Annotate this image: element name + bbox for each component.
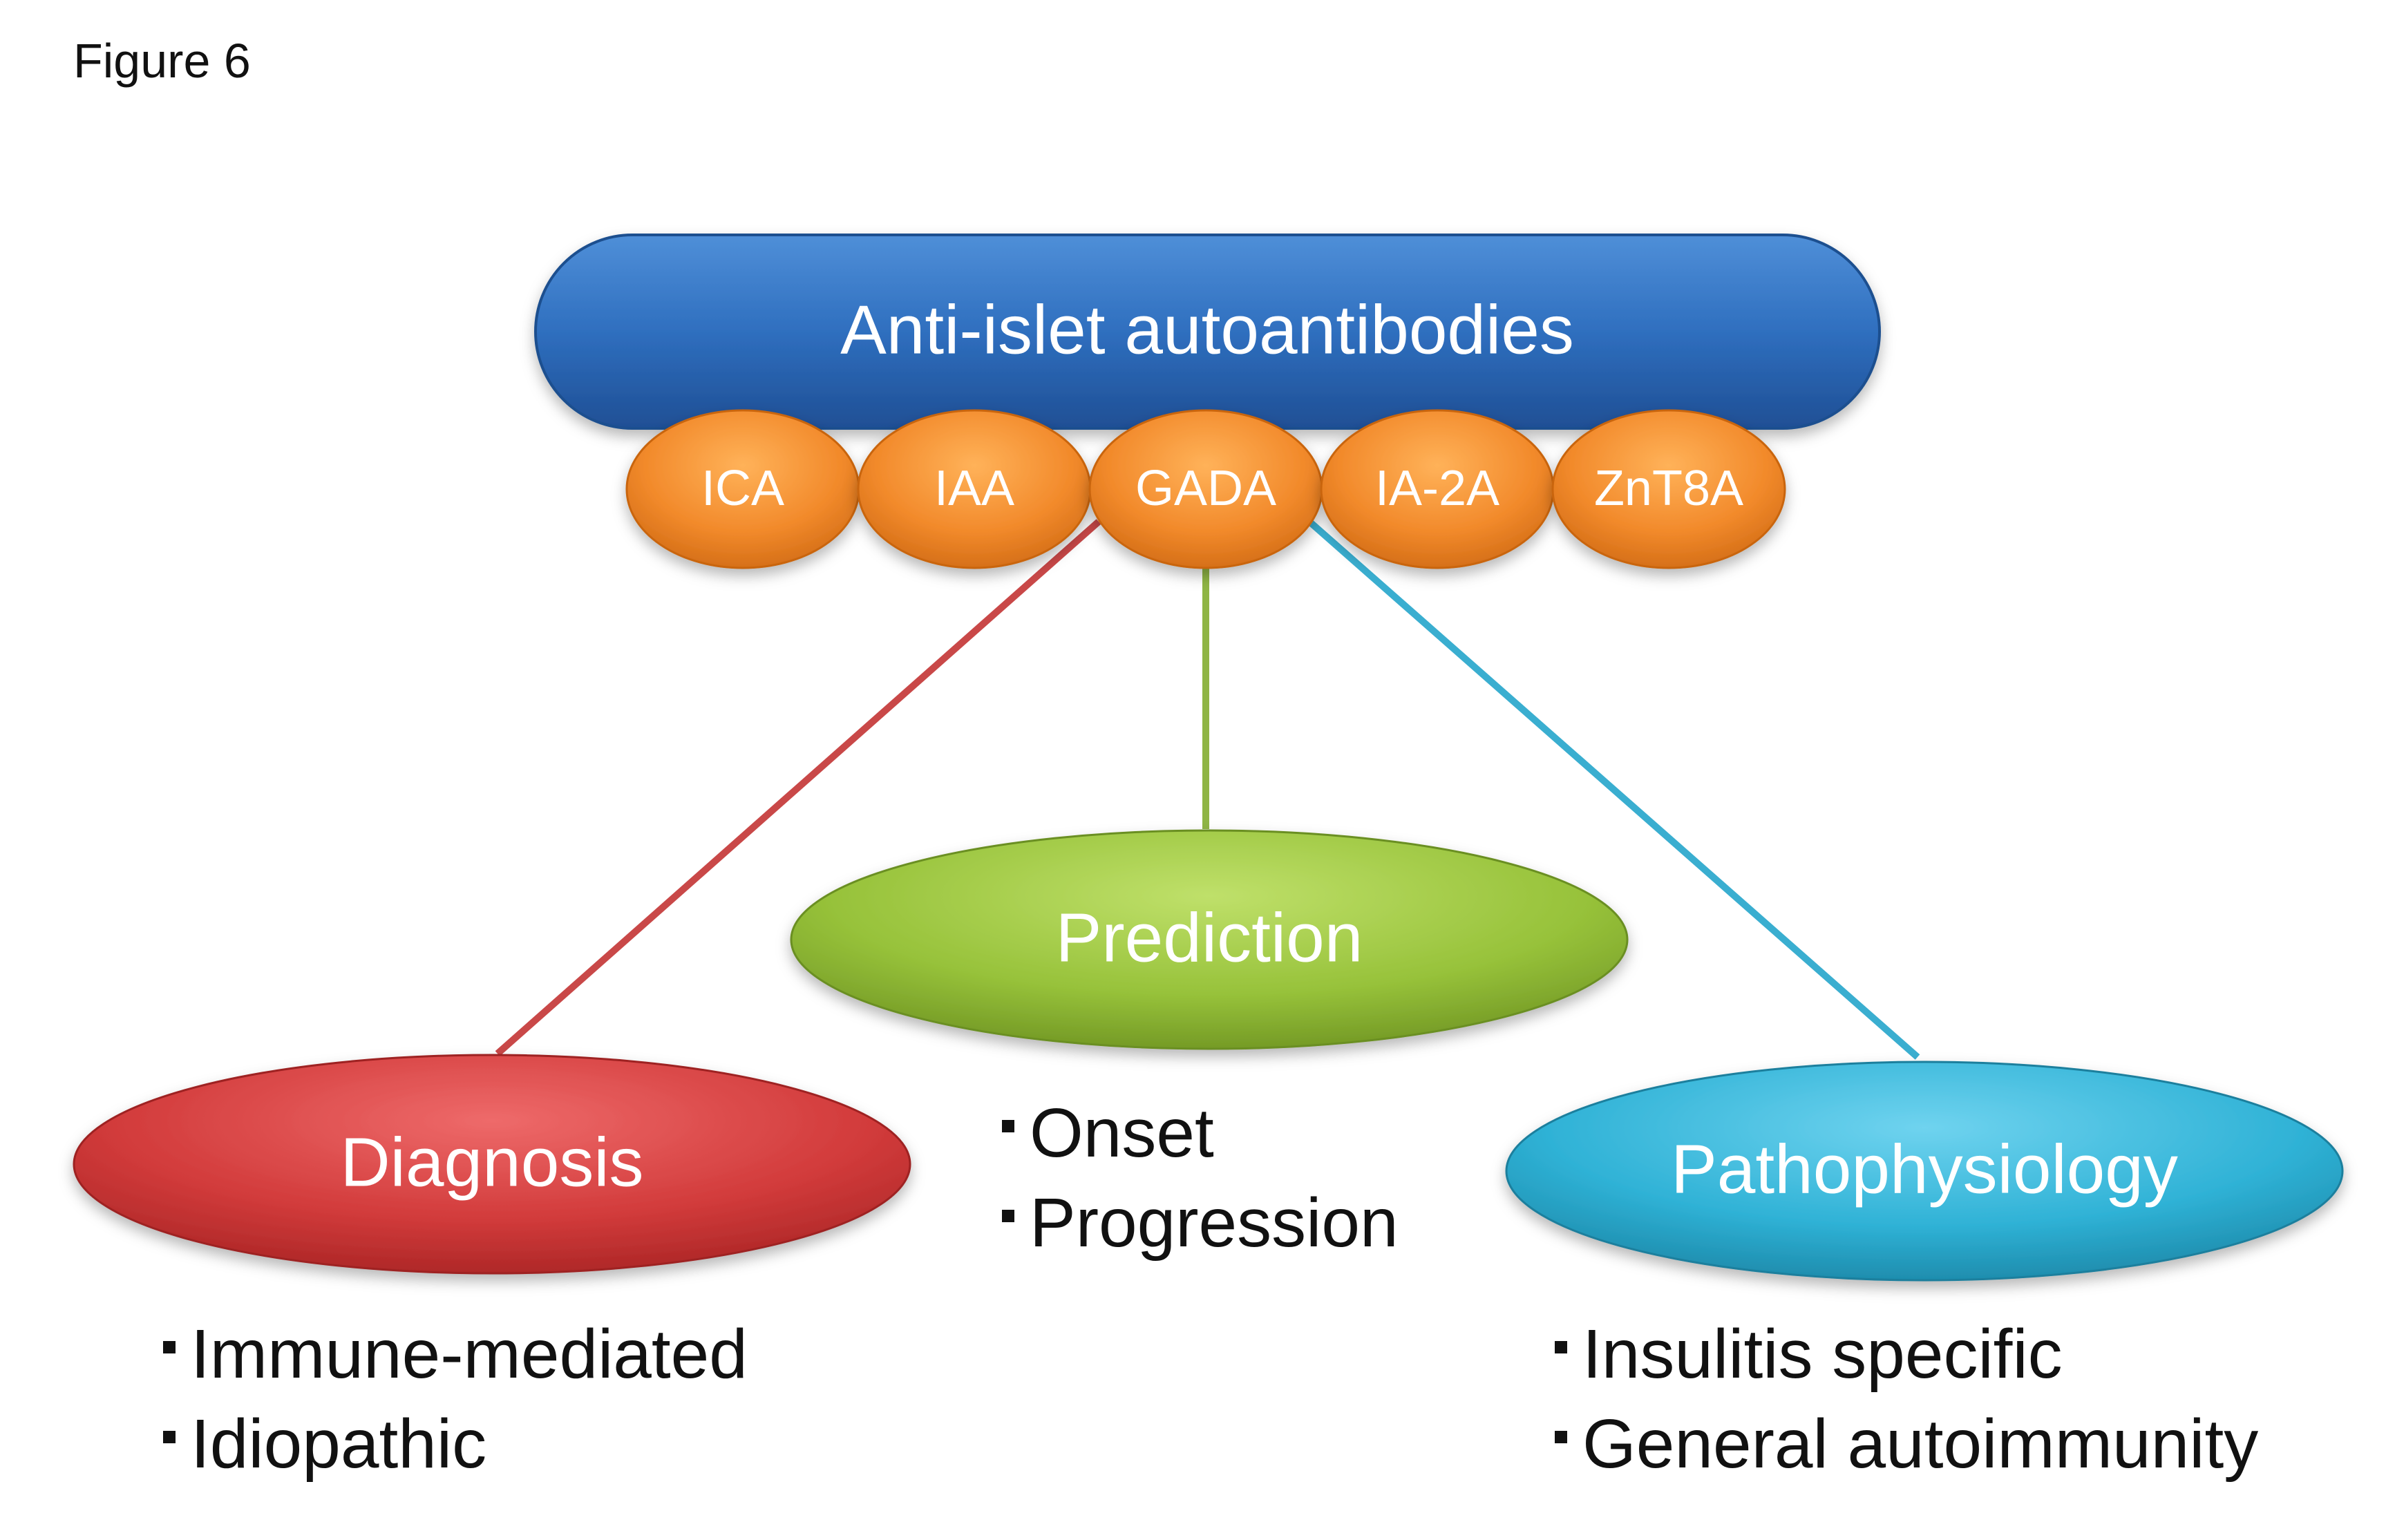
antibody-znt8a	[1551, 409, 1786, 569]
antibody-label-znt8a: ZnT8A	[1594, 461, 1743, 516]
antibody-label-ica: ICA	[701, 461, 784, 516]
diagnosis-item: Idiopathic	[163, 1399, 748, 1489]
antibody-label-ia-2a: IA-2A	[1375, 461, 1499, 516]
connector-pathophysiology	[1307, 519, 1920, 1060]
antibody-label-iaa: IAA	[934, 461, 1014, 516]
figure-label: Figure 6	[73, 34, 251, 88]
pathophysiology-item: General autoimmunity	[1555, 1399, 2258, 1489]
diagnosis-node	[73, 1054, 911, 1275]
antibody-label-gada: GADA	[1135, 461, 1276, 516]
pathophysiology-item: Insulitis specific	[1555, 1309, 2258, 1399]
prediction-item: Progression	[1002, 1178, 1399, 1268]
diagnosis-label: Diagnosis	[340, 1123, 643, 1201]
pathophysiology-label: Pathophysiology	[1671, 1130, 2178, 1208]
pathophysiology-items: Insulitis specific General autoimmunity	[1555, 1309, 2258, 1489]
prediction-item: Onset	[1002, 1088, 1399, 1178]
header-label: Anti-islet autoantibodies	[840, 291, 1574, 368]
diagnosis-item: Immune-mediated	[163, 1309, 748, 1399]
antibody-row: ICA IAA GADA IA-2A ZnT8A	[625, 409, 1786, 569]
prediction-label: Prediction	[1056, 899, 1363, 976]
connector-diagnosis	[495, 519, 1101, 1056]
pathophysiology-node	[1505, 1061, 2344, 1282]
prediction-items: Onset Progression	[1002, 1088, 1399, 1268]
diagnosis-items: Immune-mediated Idiopathic	[163, 1309, 748, 1489]
prediction-node	[790, 829, 1629, 1050]
